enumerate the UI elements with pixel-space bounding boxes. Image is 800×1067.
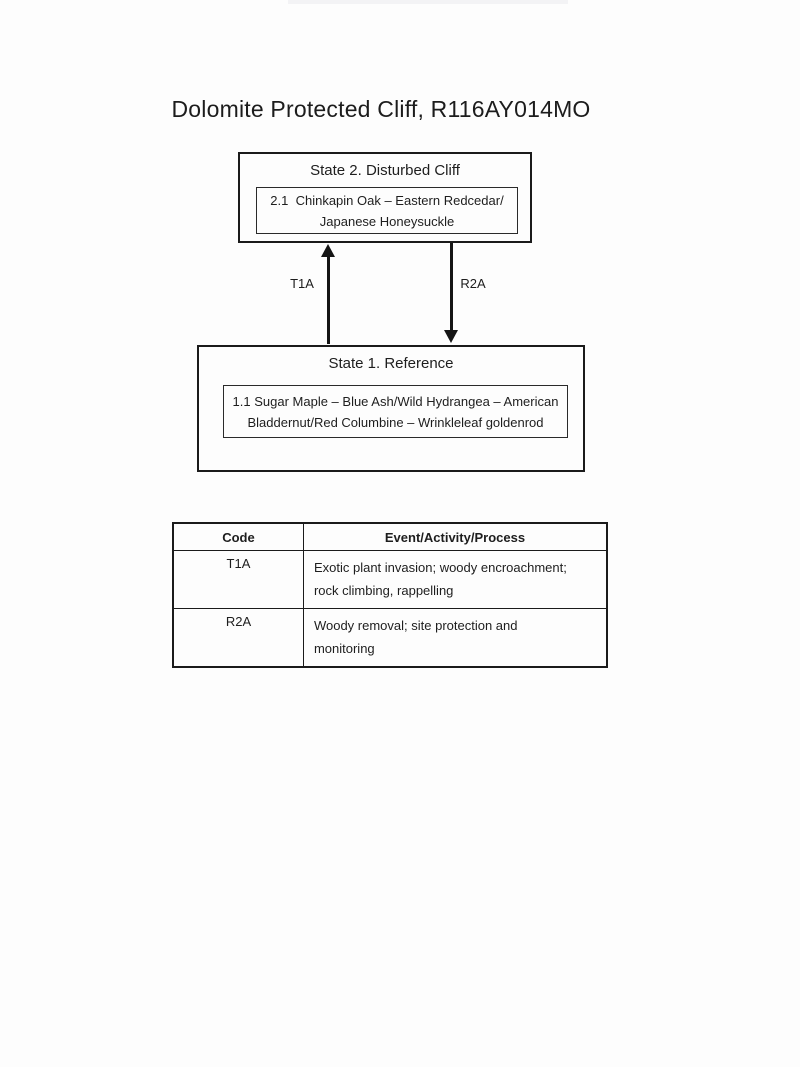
legend-table-header-row: Code Event/Activity/Process xyxy=(172,522,608,551)
legend-row-r2a-code: R2A xyxy=(172,608,304,668)
state2-box: State 2. Disturbed Cliff 2.1 Chinkapin O… xyxy=(238,152,532,243)
state1-community-box: 1.1 Sugar Maple – Blue Ash/Wild Hydrange… xyxy=(223,385,568,438)
state1-box: State 1. Reference 1.1 Sugar Maple – Blu… xyxy=(197,345,585,472)
legend-header-event: Event/Activity/Process xyxy=(302,522,608,551)
r2a-arrowhead-down-icon xyxy=(444,330,458,343)
legend-row-t1a-code: T1A xyxy=(172,550,304,609)
t1a-transition-label: T1A xyxy=(290,276,314,291)
table-row: R2A Woody removal; site protection and m… xyxy=(172,608,608,668)
state1-community-text: 1.1 Sugar Maple – Blue Ash/Wild Hydrange… xyxy=(232,393,559,430)
state1-title: State 1. Reference xyxy=(328,355,454,372)
legend-header-code: Code xyxy=(172,522,304,551)
page-title: Dolomite Protected Cliff, R116AY014MO xyxy=(171,96,591,122)
state2-community-text: 2.1 Chinkapin Oak – Eastern Redcedar/ Ja… xyxy=(270,192,504,229)
legend-row-r2a-description: Woody removal; site protection and monit… xyxy=(302,608,608,668)
t1a-arrowhead-up-icon xyxy=(321,244,335,257)
state2-community-box: 2.1 Chinkapin Oak – Eastern Redcedar/ Ja… xyxy=(256,187,518,234)
legend-row-t1a-description: Exotic plant invasion; woody encroachmen… xyxy=(302,550,608,609)
r2a-arrow-line xyxy=(450,243,453,331)
legend-table: Code Event/Activity/Process T1A Exotic p… xyxy=(172,522,608,668)
t1a-arrow-line xyxy=(327,255,330,344)
r2a-transition-label: R2A xyxy=(460,276,486,291)
table-row: T1A Exotic plant invasion; woody encroac… xyxy=(172,550,608,609)
scan-artifact-strip xyxy=(288,0,568,4)
state2-title: State 2. Disturbed Cliff xyxy=(310,162,460,179)
